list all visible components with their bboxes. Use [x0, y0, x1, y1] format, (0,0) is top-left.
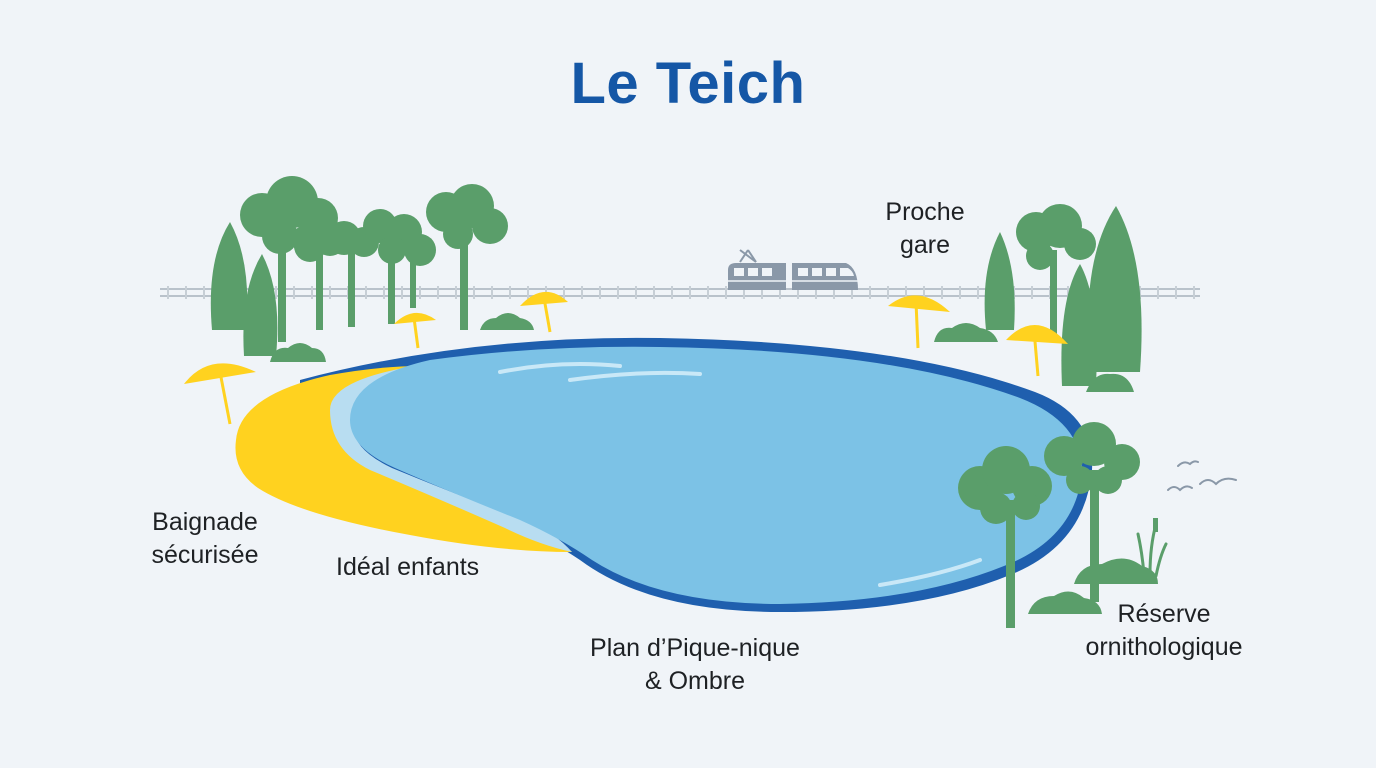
reeds-icon — [1136, 518, 1168, 578]
tree-icon — [958, 422, 1140, 628]
label-picnic: Plan d’Pique-nique & Ombre — [590, 634, 800, 695]
label-station: Proche gare — [885, 198, 965, 259]
tree-icon — [984, 204, 1142, 392]
sand-beach — [235, 366, 572, 552]
water-highlights — [498, 362, 982, 587]
train-icon — [728, 249, 858, 290]
bush-icon — [1028, 558, 1158, 614]
lake-water — [350, 346, 1082, 604]
umbrella-icon — [1006, 324, 1068, 377]
label-swimming: Baignade sécurisée — [151, 508, 259, 569]
umbrella-icon — [184, 363, 256, 425]
umbrella-icon — [888, 295, 950, 349]
tree-icon — [210, 176, 508, 356]
umbrella-icon — [520, 291, 568, 333]
page-title: Le Teich — [570, 51, 806, 116]
label-kids: Idéal enfants — [336, 553, 480, 581]
bird-icon — [1167, 460, 1237, 492]
umbrella-icon — [394, 312, 436, 349]
label-reserve: Réserve ornithologique — [1085, 600, 1243, 661]
bush-icon — [934, 323, 998, 342]
bush-icon — [270, 313, 534, 362]
